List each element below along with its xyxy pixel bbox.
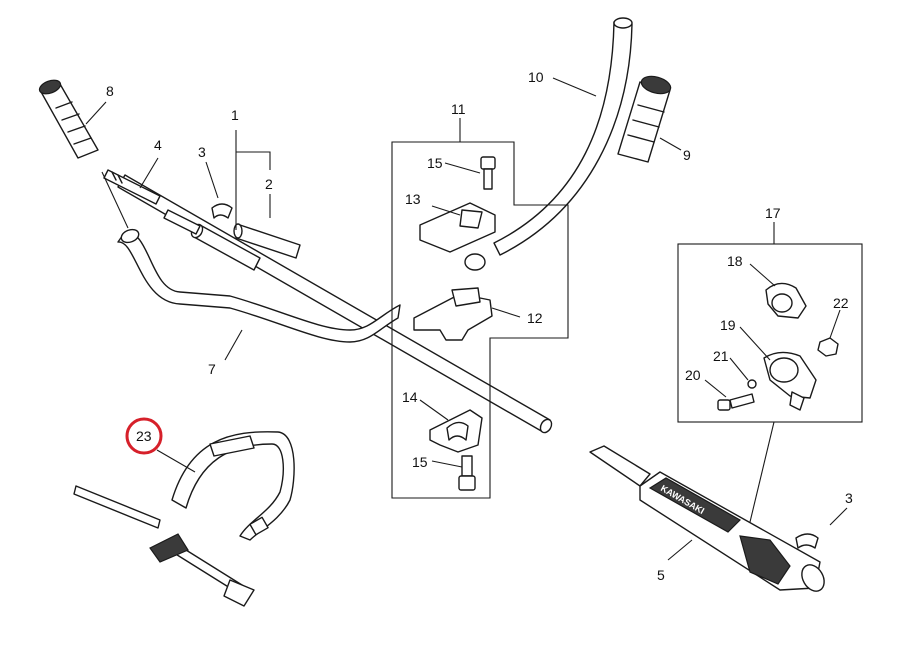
collar-part [233,223,301,259]
callout-4: 4 [154,137,162,153]
callout-labels: 1 2 3 4 8 7 10 9 11 15 13 12 14 15 17 18… [106,69,853,583]
callout-2: 2 [265,176,273,192]
callout-3-right: 3 [845,490,853,506]
callout-10: 10 [528,69,544,85]
clamp-ring-right [795,533,819,549]
tube-housing: KAWASAKI [589,445,825,592]
callout-13: 13 [405,191,421,207]
upper-clamp [419,202,496,253]
callout-22: 22 [833,295,849,311]
left-grip [38,79,99,159]
bent-handle-bar [493,17,633,256]
callout-20: 20 [685,367,701,383]
assembly-box-11 [391,141,569,499]
bolt-bottom [458,455,476,491]
callout-15-top: 15 [427,155,443,171]
spacer-ring [464,253,486,271]
loop-handle [117,228,401,343]
bottom-clamp [429,409,483,453]
sleeve-part [163,209,261,271]
washer-21 [747,379,757,389]
callout-11: 11 [451,101,466,117]
callout-9: 9 [683,147,691,163]
callout-1: 1 [231,107,239,123]
bracket-18 [765,282,807,319]
clamp-ring-part [211,203,233,219]
callout-15-bottom: 15 [412,454,428,470]
callout-14: 14 [402,389,418,405]
nut-22 [817,337,839,357]
callout-3-left: 3 [198,144,206,160]
callout-18: 18 [727,253,743,269]
callout-17: 17 [765,205,781,221]
bolt-top [480,156,496,190]
callout-21: 21 [713,348,729,364]
shaft-end-part [103,169,161,205]
highlight-circle [125,417,163,455]
callout-12: 12 [527,310,543,326]
leader-lines [85,77,848,561]
lower-clamp [413,287,493,341]
assembly-box-17 [677,243,863,423]
bracket-19 [763,351,817,411]
callout-7: 7 [208,361,216,377]
callout-8: 8 [106,83,114,99]
screw-20 [717,393,755,411]
shoulder-harness [73,431,295,607]
right-grip [617,75,672,163]
callout-23: 23 [136,428,152,444]
callout-5: 5 [657,567,665,583]
callout-19: 19 [720,317,736,333]
